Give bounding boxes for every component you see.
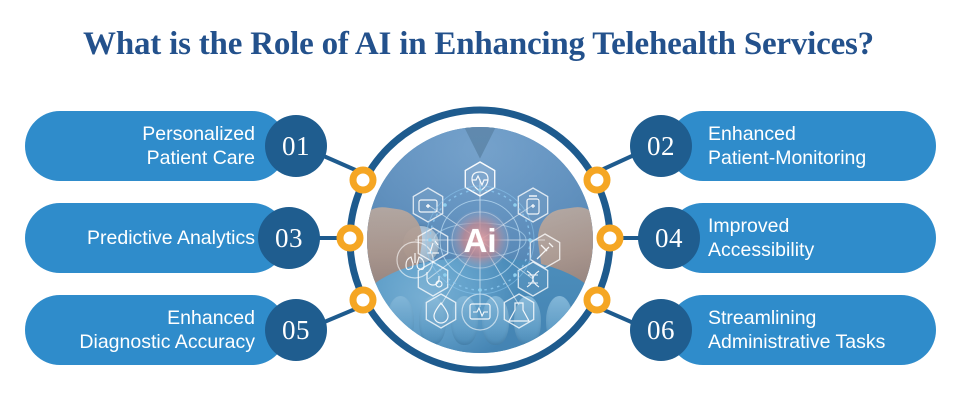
feature-card-01[interactable]: Personalized Patient Care: [25, 111, 287, 181]
feature-card-04[interactable]: Improved Accessibility: [668, 203, 936, 273]
feature-label-04: Improved Accessibility: [708, 215, 815, 261]
feature-card-06[interactable]: Streamlining Administrative Tasks: [668, 295, 936, 365]
stethoscope-icon: [417, 261, 449, 297]
feature-number-01[interactable]: 01: [265, 115, 327, 177]
dna-icon: [517, 261, 549, 297]
center-photo: Ai: [367, 127, 593, 353]
feature-card-05[interactable]: Enhanced Diagnostic Accuracy: [25, 295, 287, 365]
feature-label-02: Enhanced Patient-Monitoring: [708, 123, 867, 169]
feature-number-05[interactable]: 05: [265, 299, 327, 361]
feature-number-02[interactable]: 02: [630, 115, 692, 177]
node-03: [336, 224, 364, 252]
page-title: What is the Role of AI in Enhancing Tele…: [83, 26, 874, 62]
node-04: [596, 224, 624, 252]
feature-card-03[interactable]: Predictive Analytics: [25, 203, 287, 273]
feature-label-05: Enhanced Diagnostic Accuracy: [79, 307, 255, 353]
feature-number-03[interactable]: 03: [258, 207, 320, 269]
feature-card-02[interactable]: Enhanced Patient-Monitoring: [668, 111, 936, 181]
lungs-icon: [396, 241, 434, 279]
flask-icon: [503, 293, 535, 329]
first-aid-kit-icon: [412, 187, 444, 223]
feature-label-03: Predictive Analytics: [87, 227, 255, 249]
feature-label-01: Personalized Patient Care: [142, 123, 255, 169]
feature-label-06: Streamlining Administrative Tasks: [708, 307, 886, 353]
feature-number-04[interactable]: 04: [638, 207, 700, 269]
blood-drop-icon: [425, 293, 457, 329]
medicine-bottle-icon: [517, 187, 549, 223]
feature-number-06[interactable]: 06: [630, 299, 692, 361]
syringe-icon: [529, 233, 561, 269]
hologram-overlay: Ai: [396, 161, 561, 331]
ai-core-label: Ai: [464, 222, 497, 259]
